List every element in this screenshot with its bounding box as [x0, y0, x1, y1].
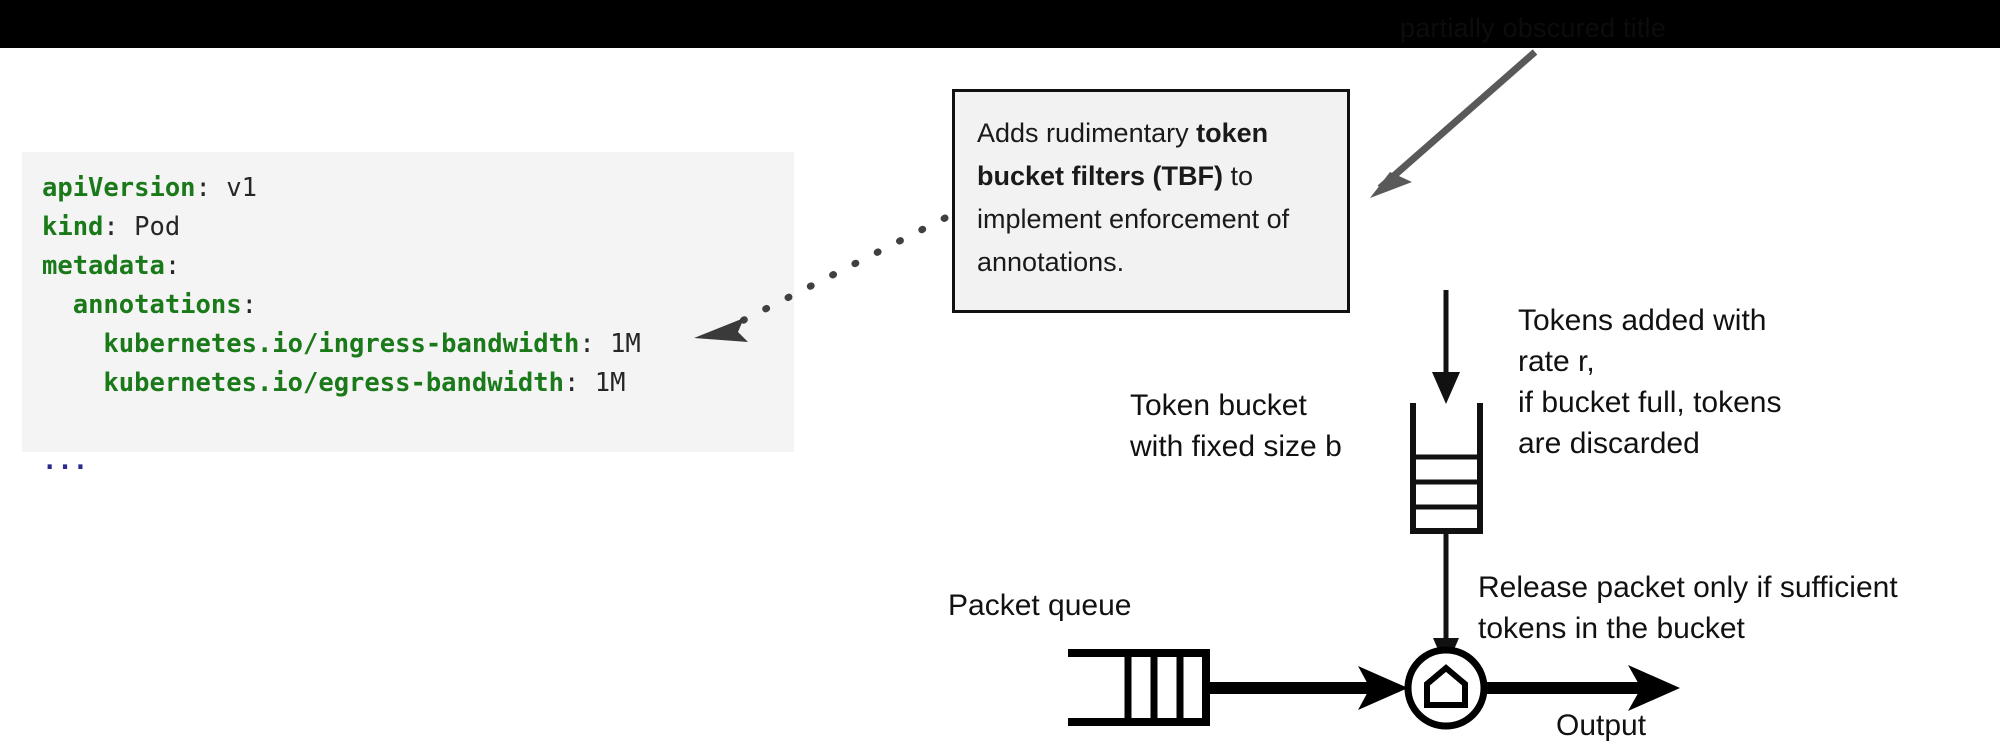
yaml-sep: :: [241, 290, 257, 320]
yaml-key: annotations: [72, 290, 242, 320]
yaml-key: kubernetes.io/egress-bandwidth: [103, 368, 564, 398]
yaml-value: 1M: [610, 329, 641, 359]
yaml-sep: :: [579, 329, 611, 359]
label-release-packet: Release packet only if sufficient tokens…: [1478, 571, 1898, 645]
banner-title-text: partially obscured title: [1400, 13, 1666, 43]
gray-pointer-arrow: [1370, 49, 1538, 198]
yaml-key: kind: [42, 212, 104, 242]
yaml-key: metadata: [42, 251, 165, 281]
token-bucket-shape: [1410, 403, 1483, 534]
yaml-value: v1: [226, 173, 257, 203]
label-packet-queue: Packet queue: [948, 589, 1132, 622]
yaml-key: apiVersion: [42, 173, 196, 203]
yaml-sep: :: [564, 368, 595, 398]
callout-text-segment: Adds rudimentary: [977, 118, 1197, 148]
yaml-ellipsis: ...: [42, 446, 89, 476]
yaml-value: Pod: [134, 212, 181, 242]
yaml-sep: :: [164, 251, 181, 281]
yaml-code-block: apiVersion: v1 kind: Pod metadata: annot…: [22, 152, 794, 476]
packet-queue-shape: [1068, 649, 1210, 726]
yaml-key: kubernetes.io/ingress-bandwidth: [103, 329, 580, 359]
queue-to-gate-arrow: [1206, 666, 1408, 710]
callout-text: Adds rudimentary token bucket filters (T…: [977, 112, 1332, 284]
yaml-sep: :: [195, 173, 227, 203]
top-banner: partially obscured title: [0, 0, 2000, 48]
label-token-bucket: Token bucket with fixed size b: [1130, 389, 1342, 463]
yaml-sep: :: [103, 212, 135, 242]
label-output: Output: [1556, 709, 1647, 742]
label-tokens-added: Tokens added with rate r, if bucket full…: [1518, 304, 1782, 460]
gate-node: [1404, 646, 1488, 730]
callout-box: Adds rudimentary token bucket filters (T…: [952, 89, 1350, 313]
token-inflow-arrow: [1432, 290, 1460, 404]
yaml-value: 1M: [594, 368, 626, 398]
callout-text-segment: to implement enforcement of annotations.: [977, 161, 1290, 277]
yaml-code-text: apiVersion: v1 kind: Pod metadata: annot…: [42, 169, 641, 481]
callout-text-segment: token bucket filters (TBF): [977, 118, 1269, 191]
bucket-to-gate-arrow: [1433, 531, 1459, 668]
